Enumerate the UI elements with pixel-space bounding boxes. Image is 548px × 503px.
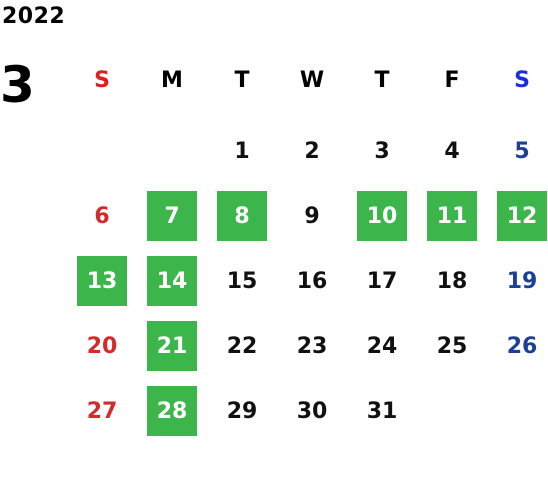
day-cell-5[interactable]: 5 [514, 138, 530, 164]
day-cell-25[interactable]: 25 [436, 333, 468, 359]
weekday-header-sunday: S [94, 68, 110, 93]
day-cell-30[interactable]: 30 [296, 398, 328, 424]
day-cell-22[interactable]: 22 [226, 333, 258, 359]
day-cell-8[interactable]: 8 [217, 191, 267, 241]
year-label: 2022 [2, 4, 66, 29]
month-label: 3 [0, 56, 35, 114]
day-cell-17[interactable]: 17 [366, 268, 398, 294]
day-cell-28[interactable]: 28 [147, 386, 197, 436]
day-cell-10[interactable]: 10 [357, 191, 407, 241]
weekday-header-tuesday: T [234, 68, 250, 93]
day-cell-18[interactable]: 18 [436, 268, 468, 294]
day-cell-3[interactable]: 3 [374, 138, 390, 164]
day-cell-2[interactable]: 2 [304, 138, 320, 164]
day-cell-21[interactable]: 21 [147, 321, 197, 371]
day-cell-6[interactable]: 6 [94, 203, 110, 229]
day-cell-23[interactable]: 23 [296, 333, 328, 359]
day-cell-11[interactable]: 11 [427, 191, 477, 241]
day-cell-29[interactable]: 29 [226, 398, 258, 424]
day-cell-26[interactable]: 26 [506, 333, 538, 359]
weekday-header-saturday: S [514, 68, 530, 93]
day-cell-24[interactable]: 24 [366, 333, 398, 359]
day-cell-7[interactable]: 7 [147, 191, 197, 241]
weekday-header-thursday: T [374, 68, 390, 93]
day-cell-19[interactable]: 19 [506, 268, 538, 294]
day-cell-4[interactable]: 4 [444, 138, 460, 164]
day-cell-20[interactable]: 20 [86, 333, 118, 359]
day-cell-27[interactable]: 27 [86, 398, 118, 424]
day-cell-9[interactable]: 9 [304, 203, 320, 229]
day-cell-14[interactable]: 14 [147, 256, 197, 306]
day-cell-1[interactable]: 1 [234, 138, 250, 164]
weekday-header-wednesday: W [299, 68, 325, 93]
day-cell-31[interactable]: 31 [366, 398, 398, 424]
weekday-header-monday: M [161, 68, 183, 93]
weekday-header-friday: F [444, 68, 460, 93]
day-cell-12[interactable]: 12 [497, 191, 547, 241]
day-cell-13[interactable]: 13 [77, 256, 127, 306]
day-cell-15[interactable]: 15 [226, 268, 258, 294]
day-cell-16[interactable]: 16 [296, 268, 328, 294]
